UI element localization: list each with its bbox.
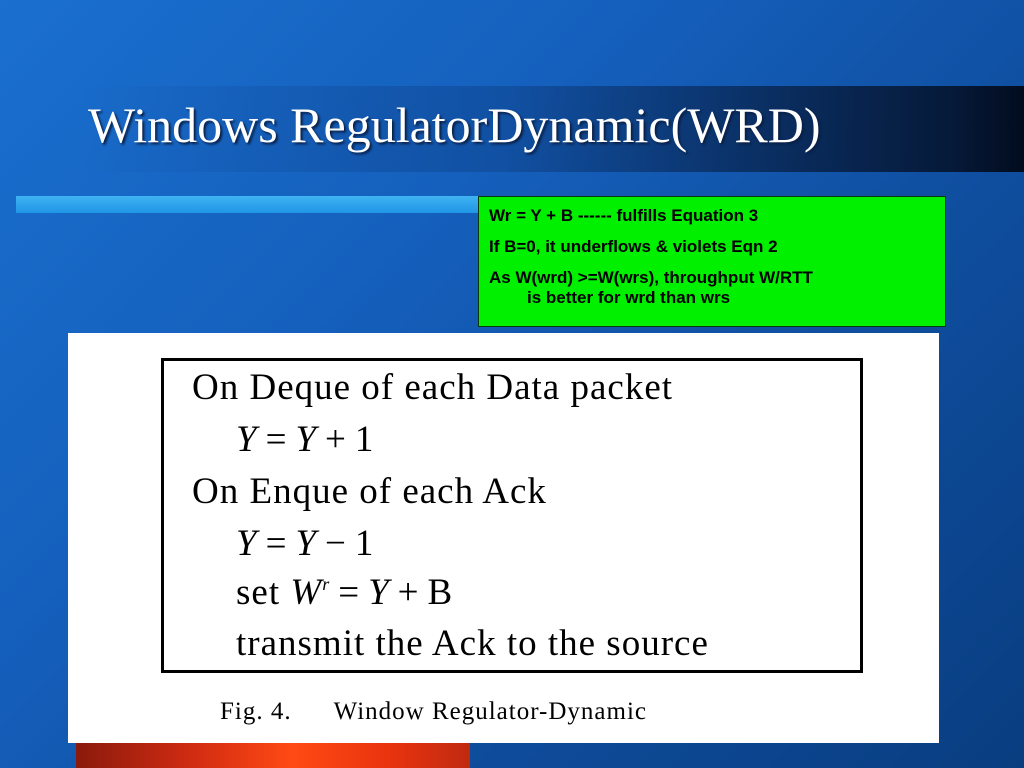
math-number: 1 (354, 419, 375, 460)
math-var: Y (236, 419, 258, 460)
algo-line-decrement: Y=Y−1 (236, 525, 374, 562)
math-const: B (427, 572, 454, 613)
accent-bar-cyan (16, 196, 488, 213)
math-keyword-set: set (236, 572, 281, 613)
caption-text: Window Regulator-Dynamic (333, 698, 648, 725)
algo-line-transmit: transmit the Ack to the source (236, 623, 709, 664)
slide-title: Windows RegulatorDynamic(WRD) (88, 97, 821, 153)
algo-line-set-window: set Wr =Y+B (236, 574, 453, 611)
note-line-3-start: As W(wrd) >=W(wrs), throughput W/RTT (489, 268, 813, 287)
note-line-2: If B=0, it underflows & violets Eqn 2 (489, 237, 778, 256)
math-equals: = (338, 572, 361, 613)
math-superscript: r (322, 574, 331, 594)
title-band (80, 86, 1024, 172)
math-plus: + (325, 419, 347, 460)
algorithm-box: On Deque of each Data packet Y=Y+1 On En… (161, 358, 863, 673)
math-equals: = (265, 419, 288, 460)
figure-image: On Deque of each Data packet Y=Y+1 On En… (68, 333, 939, 743)
math-var: Y (295, 523, 318, 564)
note-box: Wr = Y + B ------ fulfills Equation 3 If… (478, 196, 946, 327)
accent-bar-orange (76, 743, 470, 768)
figure-caption: Fig. 4. Window Regulator-Dynamic (220, 698, 647, 726)
caption-label: Fig. 4. (220, 698, 292, 725)
math-var: Y (368, 572, 390, 613)
math-var-w: W (290, 572, 323, 613)
math-plus: + (397, 572, 420, 613)
math-var: Y (295, 419, 318, 460)
algo-line-enque: On Enque of each Ack (192, 471, 547, 512)
math-number: 1 (354, 523, 375, 564)
note-line-1: Wr = Y + B ------ fulfills Equation 3 (489, 206, 759, 225)
math-minus: − (325, 523, 347, 564)
algo-line-deque: On Deque of each Data packet (192, 367, 674, 408)
note-line-3-continuation: is better for wrd than wrs (527, 288, 731, 307)
note-line-3: As W(wrd) >=W(wrs), throughput W/RTT is … (489, 268, 935, 308)
math-var: Y (236, 523, 258, 564)
algo-line-increment: Y=Y+1 (236, 421, 374, 458)
math-equals: = (265, 523, 288, 564)
